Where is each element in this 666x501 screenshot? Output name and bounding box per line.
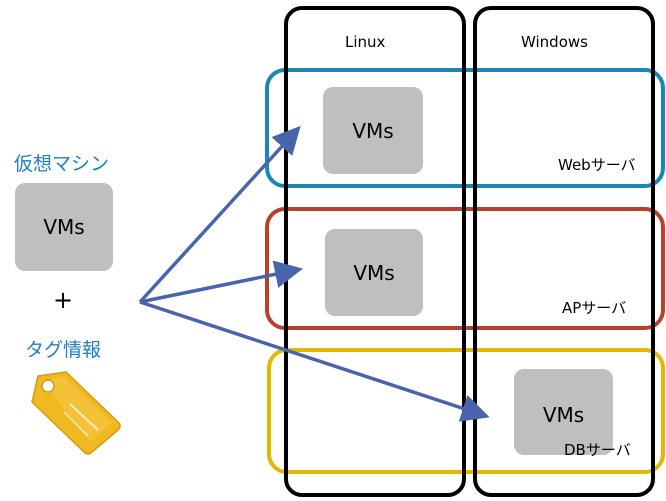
row-label-ap: APサーバ: [562, 299, 627, 317]
arrow-to-ap: [139, 260, 303, 304]
vm-box-source: VMs: [15, 183, 113, 271]
vm-box-source-label: VMs: [43, 215, 85, 239]
column-header-windows: Windows: [521, 33, 588, 51]
row-label-db: DBサーバ: [564, 441, 631, 459]
vm-box-web-linux: VMs: [323, 87, 423, 174]
vm-label-web: VMs: [352, 118, 394, 143]
price-tag-icon: [31, 371, 121, 455]
vm-label-db: VMs: [542, 403, 585, 427]
vm-box-db-windows: VMs: [514, 369, 613, 455]
column-header-linux: Linux: [345, 33, 386, 51]
plus-sign: +: [53, 286, 74, 314]
column-outline-windows: [473, 6, 655, 497]
vm-label-ap: VMs: [353, 260, 395, 285]
row-label-web: Webサーバ: [558, 156, 636, 174]
vm-heading: 仮想マシン: [14, 153, 110, 175]
arrow-to-db: [139, 300, 490, 422]
vm-box-ap-linux: VMs: [325, 229, 423, 316]
column-outline-linux: [284, 6, 466, 497]
arrow-to-web: [138, 125, 301, 304]
tag-heading: タグ情報: [25, 339, 102, 361]
